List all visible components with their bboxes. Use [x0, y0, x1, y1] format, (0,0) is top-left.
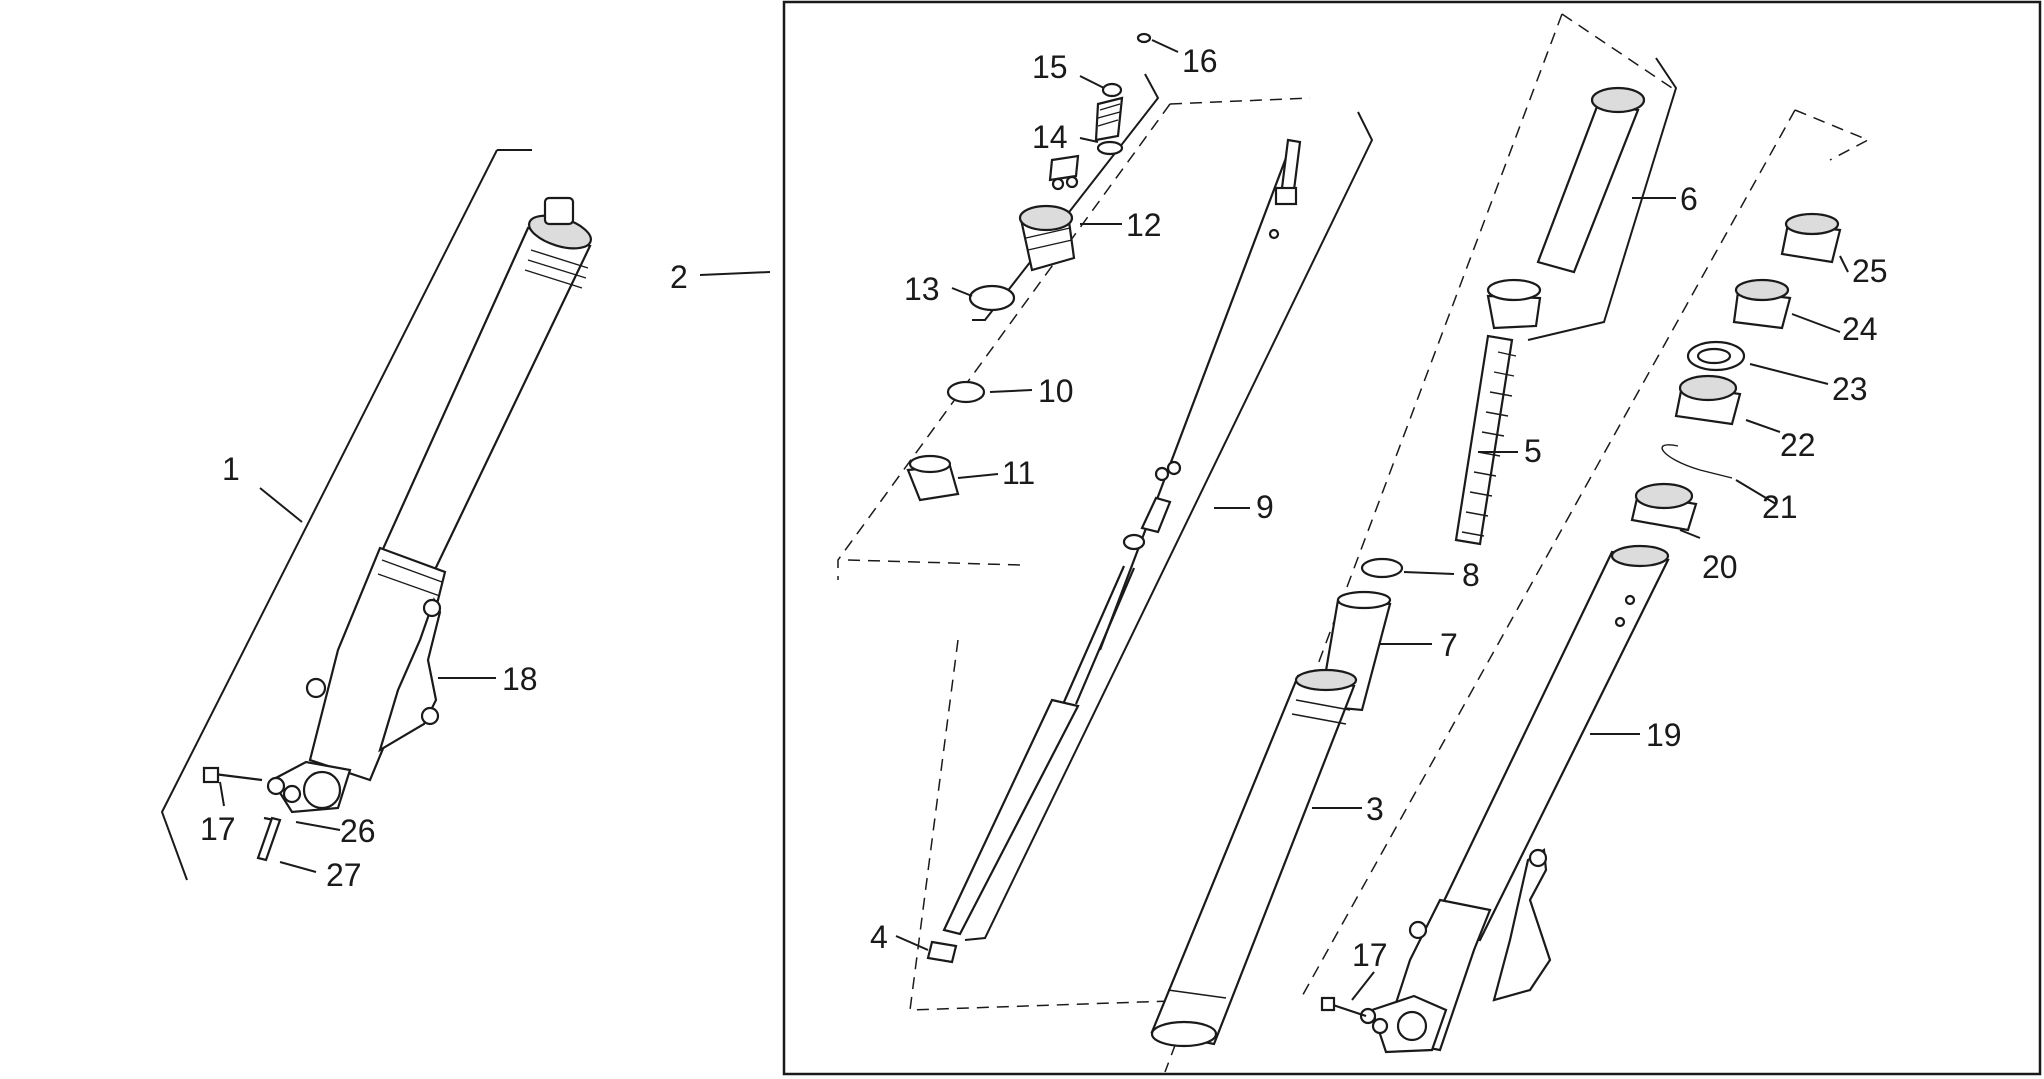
- label-17-right: 17: [1352, 937, 1388, 973]
- stanchion-group: [1150, 13, 1678, 1073]
- label-13: 13: [904, 271, 940, 307]
- complete-fork-leg: [160, 149, 592, 881]
- label-21: 21: [1762, 489, 1798, 525]
- label-17-left: 17: [200, 811, 236, 847]
- label-14: 14: [1032, 119, 1068, 155]
- label-2: 2: [670, 259, 688, 295]
- label-24: 24: [1842, 311, 1878, 347]
- top-cap-group: [968, 32, 1160, 321]
- outer-leg-group: [1299, 109, 1870, 1054]
- label-26: 26: [340, 813, 376, 849]
- label-8: 8: [1462, 557, 1480, 593]
- label-27: 27: [326, 857, 362, 893]
- label-5: 5: [1524, 433, 1542, 469]
- label-6: 6: [1680, 181, 1698, 217]
- kit-2-frame: [782, 0, 2042, 1076]
- part-number-labels: 1 2 3 4 5 6 7 8 9 10 11 12 13 14 15 16 1…: [200, 43, 1888, 973]
- label-22: 22: [1780, 427, 1816, 463]
- label-7: 7: [1440, 627, 1458, 663]
- label-20: 20: [1702, 549, 1738, 585]
- label-16: 16: [1182, 43, 1218, 79]
- fork-spring: [1454, 334, 1517, 546]
- label-18: 18: [502, 661, 538, 697]
- label-19: 19: [1646, 717, 1682, 753]
- label-3: 3: [1366, 791, 1384, 827]
- leader-lines: [219, 39, 1849, 1001]
- label-4: 4: [870, 919, 888, 955]
- label-25: 25: [1852, 253, 1888, 289]
- label-1: 1: [222, 451, 240, 487]
- label-10: 10: [1038, 373, 1074, 409]
- label-12: 12: [1126, 207, 1162, 243]
- label-11: 11: [1002, 455, 1035, 491]
- label-15: 15: [1032, 49, 1068, 85]
- label-9: 9: [1256, 489, 1274, 525]
- damper-cartridge-group: [837, 97, 1374, 1011]
- label-23: 23: [1832, 371, 1868, 407]
